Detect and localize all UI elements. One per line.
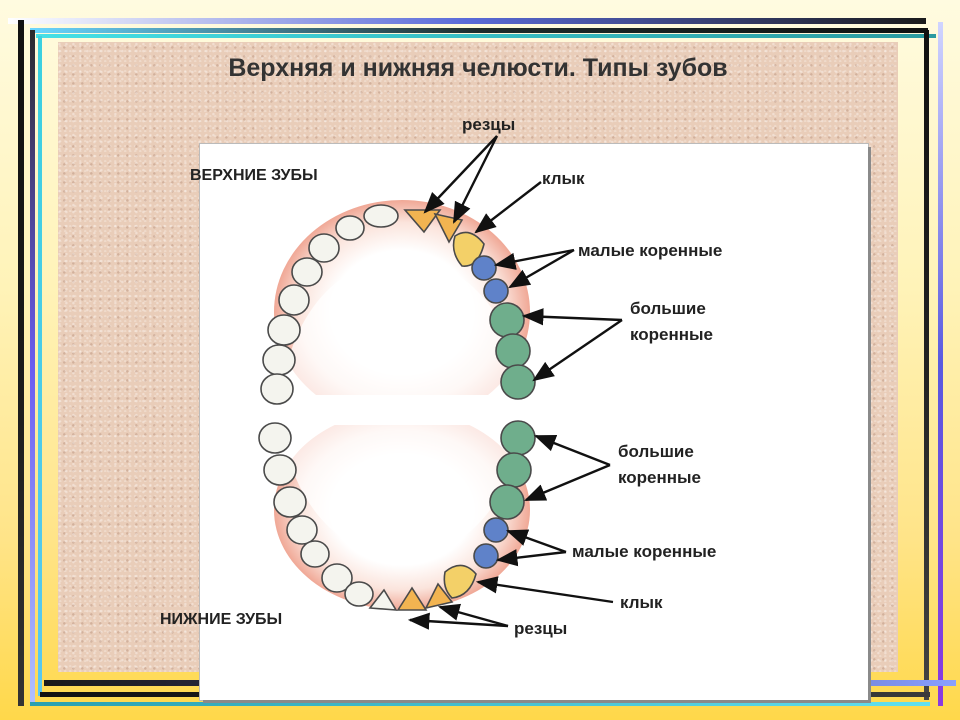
lower-canine	[443, 564, 477, 599]
upper-premolars-label: малые коренные	[578, 241, 722, 260]
lower-premolars-label: малые коренные	[572, 542, 716, 561]
upper-other-teeth	[260, 204, 399, 405]
frame-bar-top-outer	[8, 18, 926, 24]
frame-bar-right-outer	[938, 22, 943, 706]
upper-molars-label-line1: большие	[630, 299, 706, 318]
lower-teeth-label: НИЖНИЕ ЗУБЫ	[160, 611, 282, 628]
frame-bar-left-cyan	[38, 36, 42, 696]
upper-molars-label-line2: коренные	[630, 325, 713, 344]
upper-incisors-label: резцы	[462, 115, 515, 134]
frame-bar-top-inner	[30, 28, 928, 33]
lower-premolars	[473, 517, 509, 569]
page-title: Верхняя и нижняя челюсти. Типы зубов	[228, 54, 728, 82]
lower-teeth	[258, 420, 536, 611]
lower-molars	[489, 420, 536, 520]
upper-premolars	[471, 255, 509, 304]
lower-molars-label-line2: коренные	[618, 468, 701, 487]
lower-canine-label: клык	[620, 593, 663, 612]
upper-molars	[489, 302, 536, 400]
frame-bar-right-inner	[924, 30, 929, 700]
frame-bar-bottom-cyan	[30, 702, 930, 706]
lower-other-teeth	[258, 422, 398, 611]
lower-incisors-label: резцы	[514, 619, 567, 638]
upper-teeth-label: ВЕРХНИЕ ЗУБЫ	[190, 167, 318, 184]
frame-bar-top-cyan	[36, 34, 936, 38]
pointer-arrows	[407, 135, 623, 630]
upper-canine-label: клык	[542, 169, 585, 188]
frame-bar-left-outer	[18, 20, 24, 706]
frame-bar-left-inner	[30, 30, 35, 706]
lower-molars-label-line1: большие	[618, 442, 694, 461]
